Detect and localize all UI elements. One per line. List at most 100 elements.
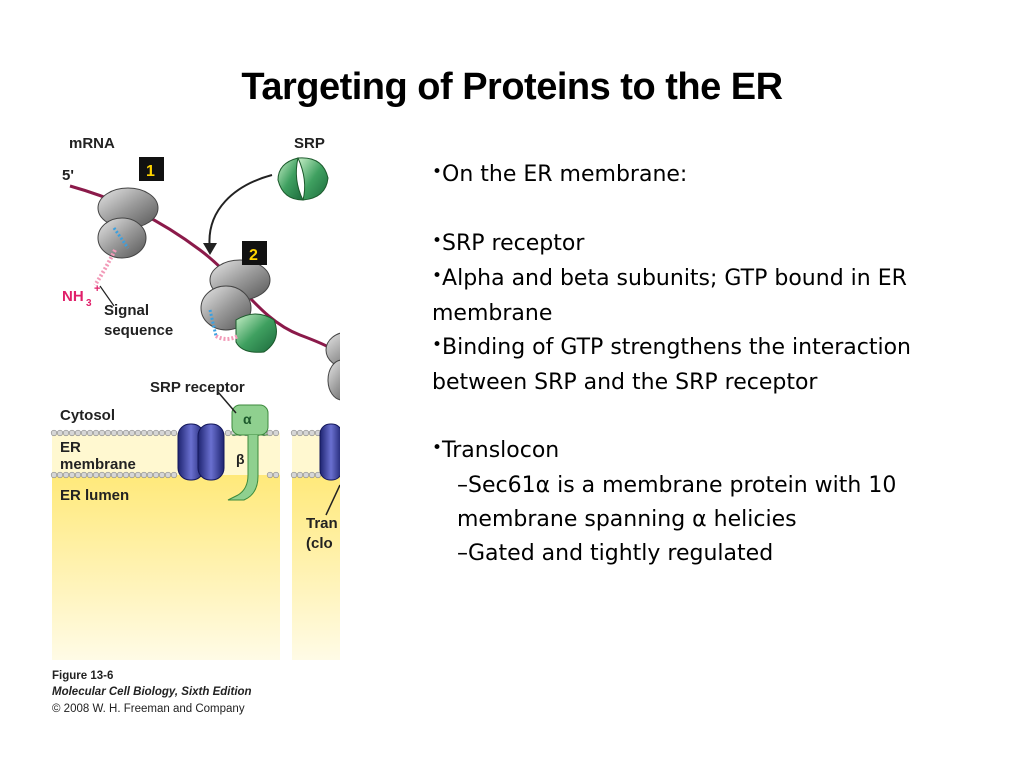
receptor-pointer <box>217 391 237 414</box>
ribosome-step2 <box>200 259 277 353</box>
lipid-head <box>134 471 142 479</box>
lipid-head <box>308 471 316 479</box>
lipid-head <box>122 471 130 479</box>
lipid-head <box>140 471 148 479</box>
caption-figure-number: Figure 13-6 <box>52 670 113 682</box>
er-lumen-panel-right <box>292 475 340 660</box>
binding-arrow <box>208 174 273 251</box>
lipid-head <box>296 429 304 437</box>
label-membrane: membrane <box>60 456 136 473</box>
lipid-head <box>116 429 124 437</box>
svg-text:3: 3 <box>86 298 92 309</box>
lipid-head <box>56 429 64 437</box>
lipid-head <box>302 471 310 479</box>
caption-book-title: Molecular Cell Biology, Sixth Edition <box>52 686 252 698</box>
label-alpha: α <box>243 411 252 427</box>
lipid-head <box>74 471 82 479</box>
lipid-head <box>290 471 298 479</box>
lipid-head <box>92 471 100 479</box>
label-er-lumen: ER lumen <box>60 487 129 504</box>
lipid-head <box>290 429 298 437</box>
bullet-alpha-beta-cont: membrane <box>432 301 553 326</box>
lipid-head <box>92 429 100 437</box>
lipid-head <box>80 429 88 437</box>
bullet-alpha-beta: •Alpha and beta subunits; GTP bound in E… <box>432 266 907 291</box>
lipid-head <box>266 471 274 479</box>
svg-text:NH: NH <box>62 288 84 305</box>
label-sequence: sequence <box>104 322 173 339</box>
label-closed-partial: (clo <box>306 535 333 552</box>
signal-pointer <box>99 285 115 307</box>
step1-box <box>139 157 164 181</box>
lipid-head <box>110 429 118 437</box>
signal-peptide-step1 <box>93 249 117 287</box>
srp-targeting-figure: mRNA 5' 1 SRP 2 NH 3 + Signal sequence S… <box>40 130 340 720</box>
srp-receptor <box>227 404 269 501</box>
step2-label: 2 <box>249 247 258 264</box>
lipid-head <box>224 429 232 437</box>
lipid-head <box>122 429 130 437</box>
lipid-head <box>68 471 76 479</box>
binding-arrowhead <box>203 243 217 255</box>
lipid-head <box>98 471 106 479</box>
svg-text:+: + <box>94 283 100 295</box>
label-signal: Signal <box>104 302 149 319</box>
lipid-head <box>116 471 124 479</box>
lipid-head <box>50 471 58 479</box>
lipid-head <box>296 471 304 479</box>
lipid-head <box>170 429 178 437</box>
er-membrane-left <box>52 433 280 475</box>
step2-box <box>242 241 267 265</box>
step1-label: 1 <box>146 163 155 180</box>
srp-free <box>277 157 304 201</box>
lipid-head <box>272 471 280 479</box>
lipid-head <box>68 429 76 437</box>
lipid-head <box>86 429 94 437</box>
label-er: ER <box>60 439 81 456</box>
lipid-head <box>170 471 178 479</box>
ribosome-step3-partial <box>325 332 340 401</box>
subbullet-sec61: –Sec61α is a membrane protein with 10 <box>457 473 897 498</box>
lipid-head <box>158 471 166 479</box>
ribosome-step1 <box>97 187 159 259</box>
lipid-head <box>80 471 88 479</box>
lipid-head <box>86 471 94 479</box>
figure-illustration: mRNA 5' 1 SRP 2 NH 3 + Signal sequence S… <box>50 135 340 715</box>
bullet-list: •On the ER membrane: •SRP receptor •Alph… <box>432 158 992 571</box>
lipid-head <box>98 429 106 437</box>
lipid-head <box>146 429 154 437</box>
lipid-head <box>140 429 148 437</box>
bullet-translocon: •Translocon <box>432 438 560 463</box>
lipid-head <box>152 429 160 437</box>
lipid-head <box>152 471 160 479</box>
lipid-head <box>158 429 166 437</box>
translocon-pointer <box>325 484 340 516</box>
label-beta: β <box>236 451 245 467</box>
lipid-head <box>308 429 316 437</box>
label-five-prime: 5' <box>62 167 74 184</box>
label-mrna: mRNA <box>69 135 115 152</box>
label-srp-receptor: SRP receptor <box>150 379 245 396</box>
srp-free-lobe <box>297 157 329 201</box>
lipid-head <box>74 429 82 437</box>
bullet-on-er-membrane: •On the ER membrane: <box>432 162 688 187</box>
lipid-head <box>56 471 64 479</box>
lipid-head <box>104 471 112 479</box>
lipid-head <box>128 471 136 479</box>
lipid-head <box>128 429 136 437</box>
label-translocon-partial: Tran <box>306 515 338 532</box>
label-srp: SRP <box>294 135 325 152</box>
slide-title: Targeting of Proteins to the ER <box>241 66 783 108</box>
caption-copyright: © 2008 W. H. Freeman and Company <box>52 703 245 715</box>
label-cytosol: Cytosol <box>60 407 115 424</box>
lipid-head <box>134 429 142 437</box>
lipid-head <box>110 471 118 479</box>
bullet-gtp-binding-cont: between SRP and the SRP receptor <box>432 370 818 395</box>
lipid-head <box>62 471 70 479</box>
lipid-head <box>266 429 274 437</box>
label-nh3: NH 3 + <box>62 283 100 309</box>
translocon-right <box>319 423 340 481</box>
lipid-head <box>62 429 70 437</box>
lipid-heads <box>50 429 322 479</box>
